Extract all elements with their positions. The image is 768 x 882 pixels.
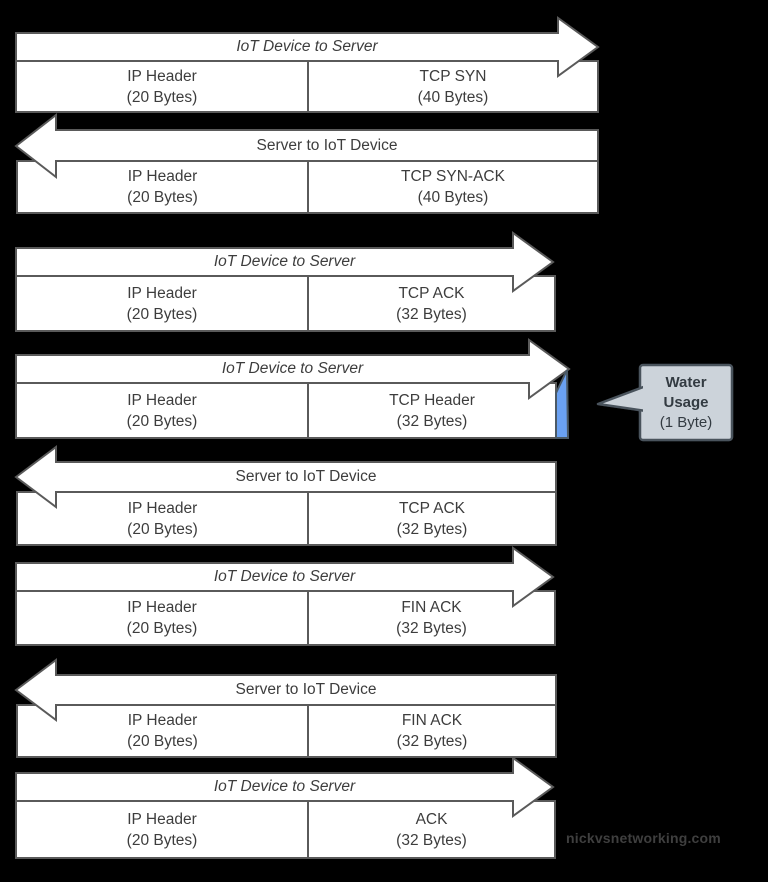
payload-box [307,60,599,113]
callout-tail [596,384,647,413]
payload-box [307,704,557,758]
water-usage-callout: Water Usage (1 Byte) [640,366,732,439]
ip-header-box [15,60,309,113]
arrow-right-shape [15,231,555,293]
arrow-right-shape [15,546,555,608]
ip-header-box [16,704,309,758]
watermark: nickvsnetworking.com [566,830,721,846]
ip-header-box [15,275,309,332]
packet-row-7-shapes [14,658,557,758]
water-usage-byte [555,369,570,439]
packet-row-8-shapes [15,756,556,859]
packet-row-6-shapes [15,546,556,646]
callout-size: (1 Byte) [659,413,713,431]
callout-tail-cover [643,384,649,414]
packet-row-1-shapes [15,16,600,113]
ip-header-box [15,590,309,646]
packet-row-5-shapes [14,445,557,546]
ip-header-box [15,382,309,439]
payload-box [307,160,599,214]
arrow-right-shape [15,756,555,818]
packet-row-4-shapes [15,338,571,439]
ip-header-box [15,800,309,859]
callout [596,363,734,442]
packet-row-2-shapes [14,112,599,214]
arrow-left-shape [14,112,599,180]
payload-box [307,491,557,546]
packet-row-3-shapes [15,231,556,332]
ip-header-box [16,491,309,546]
payload-box [307,382,557,439]
arrow-right-shape [15,338,571,400]
arrow-right-shape [15,16,600,78]
callout-title: Water Usage [663,373,709,411]
arrow-left-shape [14,658,557,722]
ip-header-box [16,160,309,214]
arrow-left-shape [14,445,557,509]
